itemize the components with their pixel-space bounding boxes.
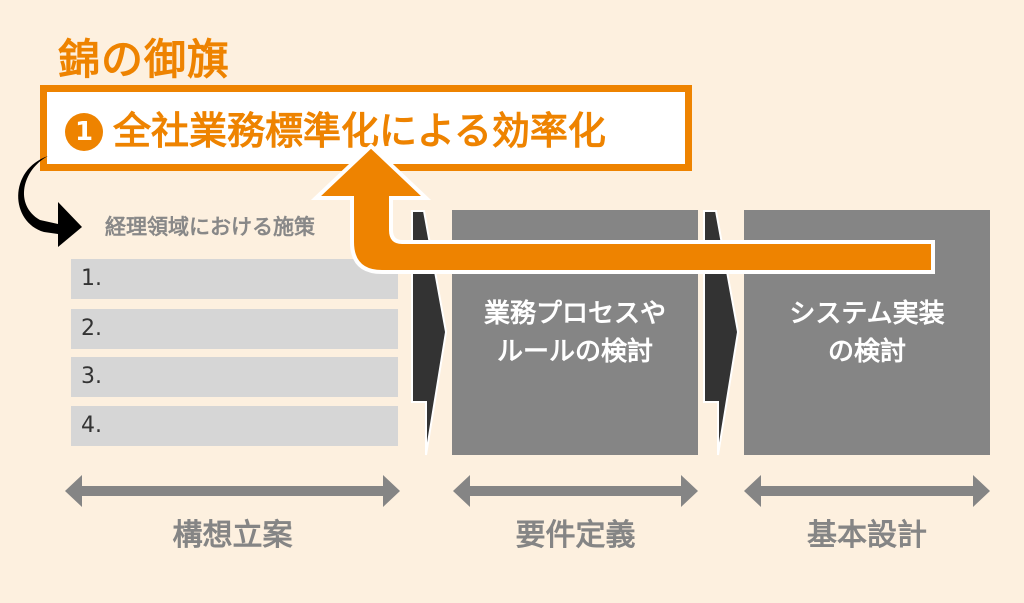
phase-label-requirements: 要件定義 xyxy=(515,518,636,553)
goal-text: 全社業務標準化による効率化 xyxy=(113,109,606,153)
list-item: 3. xyxy=(71,357,398,397)
list-item-label: 4. xyxy=(81,413,102,438)
feedback-arrow-icon xyxy=(310,143,935,274)
list-item: 2. xyxy=(71,309,398,349)
phase-label-design: 基本設計 xyxy=(807,518,927,553)
goal-banner: 1 全社業務標準化による効率化 xyxy=(40,85,692,171)
box-label: 業務プロセスや xyxy=(483,299,666,329)
curved-arrow-icon xyxy=(18,156,82,247)
page-title: 錦の御旗 xyxy=(58,35,231,84)
list-item-label: 2. xyxy=(81,316,102,341)
list-item: 1. xyxy=(71,259,398,299)
box-label: ルールの検討 xyxy=(496,337,653,367)
double-arrow-icon xyxy=(65,475,400,507)
list-item-label: 1. xyxy=(81,266,102,291)
double-arrow-icon xyxy=(744,475,990,507)
phase-label-concept: 構想立案 xyxy=(172,518,293,553)
list-item-label: 3. xyxy=(81,364,102,389)
section-subheading: 経理領域における施策 xyxy=(105,215,315,239)
double-arrow-icon xyxy=(453,475,698,507)
number-badge: 1 xyxy=(65,113,103,151)
box-label: の検討 xyxy=(827,337,906,367)
box-label: システム実装 xyxy=(789,299,945,329)
list-item: 4. xyxy=(71,406,398,446)
